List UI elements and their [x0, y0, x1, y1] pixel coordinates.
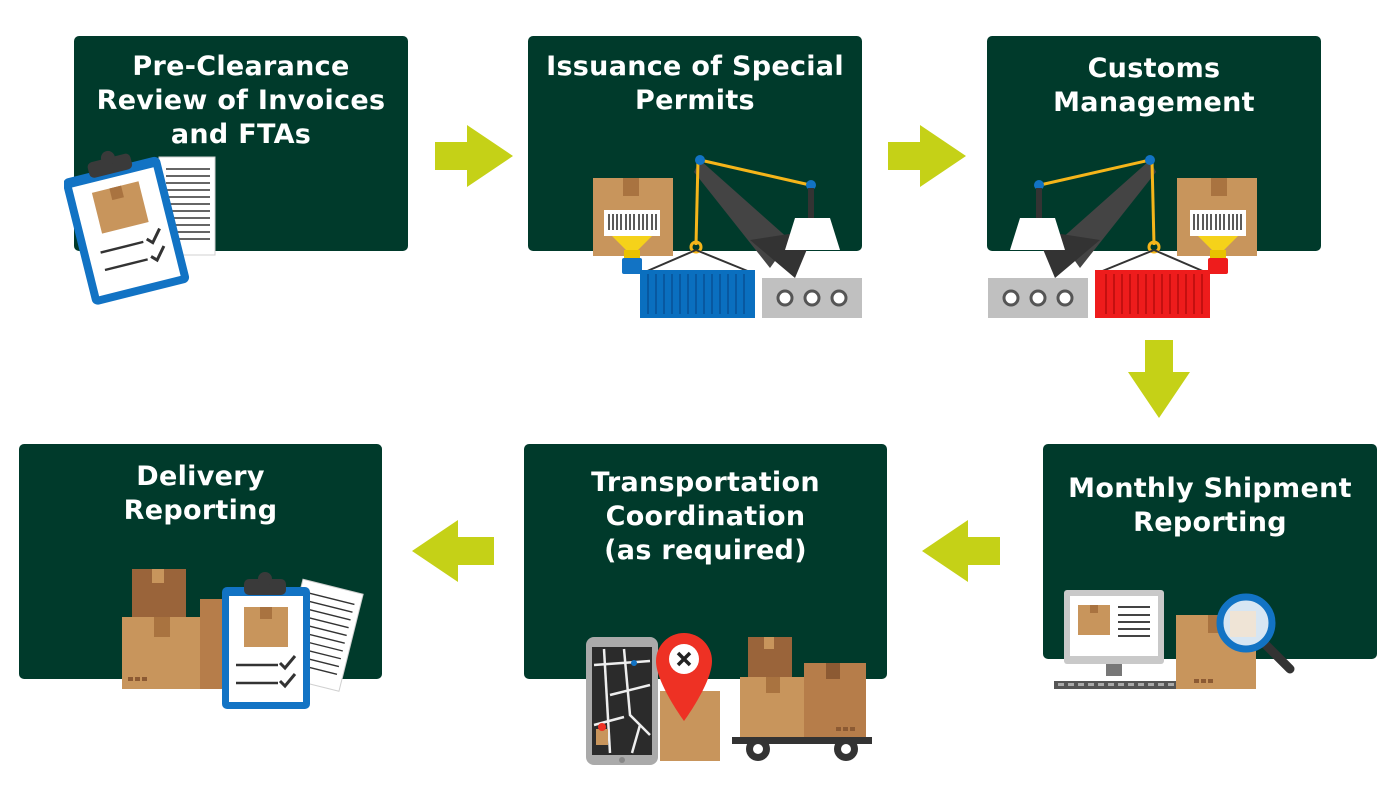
title-line: Permits — [635, 85, 755, 116]
title-line: Transportation — [591, 467, 820, 498]
title-line: Management — [1053, 87, 1255, 118]
title-line: Issuance of Special — [546, 51, 844, 82]
title-line: Pre-Clearance — [132, 51, 350, 82]
title-line: Review of Invoices — [96, 85, 386, 116]
down-arrow-icon — [1128, 340, 1190, 418]
title-line: Monthly Shipment — [1068, 473, 1352, 504]
step-title: Customs Management — [987, 52, 1321, 120]
crane-barcode-red-container-icon — [988, 155, 1257, 318]
title-line: Coordination — [605, 501, 806, 532]
phone-map-cart-icon — [586, 633, 872, 765]
step-title: Pre-Clearance Review of Invoices and FTA… — [74, 50, 408, 152]
computer-magnifier-icon — [1054, 590, 1295, 689]
boxes-clipboard-icon — [122, 569, 364, 709]
title-line: (as required) — [604, 535, 807, 566]
step-title: Issuance of Special Permits — [528, 50, 862, 118]
right-arrow-icon — [435, 125, 513, 187]
step-card-transportation-coordination: Transportation Coordination (as required… — [524, 444, 887, 679]
step-title: Transportation Coordination (as required… — [524, 466, 887, 568]
step-card-special-permits: Issuance of Special Permits — [528, 36, 862, 251]
left-arrow-icon — [922, 520, 1000, 582]
title-line: and FTAs — [170, 119, 312, 150]
title-line: Reporting — [1133, 507, 1287, 538]
title-line: Customs — [1087, 53, 1221, 84]
right-arrow-icon — [888, 125, 966, 187]
crane-barcode-blue-container-icon — [593, 155, 862, 318]
left-arrow-icon — [412, 520, 494, 582]
step-title: Delivery Reporting — [19, 460, 382, 528]
step-title: Monthly Shipment Reporting — [1043, 472, 1377, 540]
title-line: Delivery — [136, 461, 265, 492]
clipboard-document-icon — [64, 150, 216, 305]
title-line: Reporting — [123, 495, 278, 526]
